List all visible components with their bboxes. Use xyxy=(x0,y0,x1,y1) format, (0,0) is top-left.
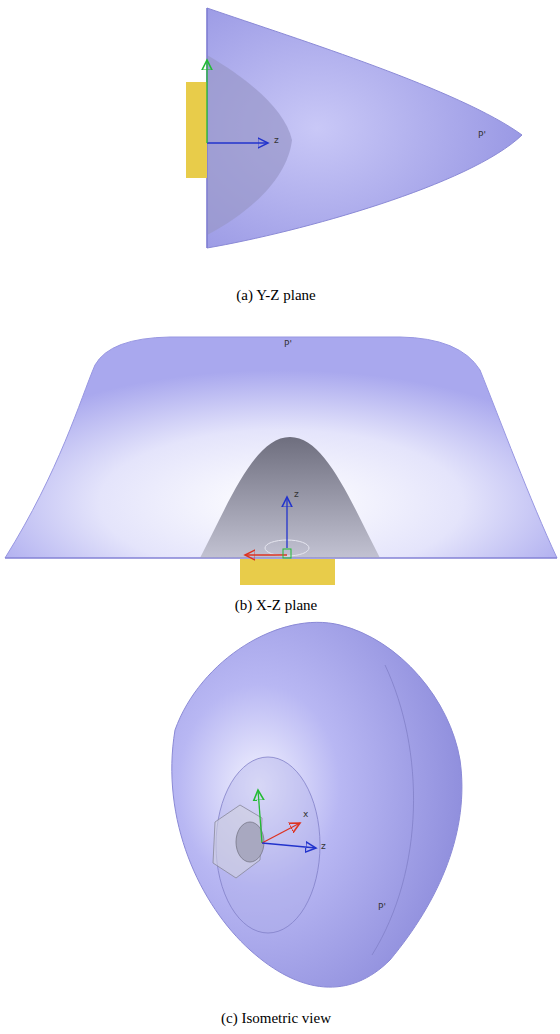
view-caption: (c) Isometric view xyxy=(221,1010,331,1027)
axis-label: x xyxy=(303,810,308,820)
z-axis xyxy=(207,142,268,143)
z-axis xyxy=(262,843,316,848)
y-axis xyxy=(283,549,291,558)
inner-shape xyxy=(207,55,292,235)
x-axis xyxy=(245,554,287,555)
point-label: P' xyxy=(478,131,486,141)
xz-view xyxy=(5,337,557,585)
body-shape xyxy=(5,337,557,558)
view-caption: (b) X-Z plane xyxy=(235,597,317,614)
yz-view xyxy=(186,8,522,248)
seam-line xyxy=(372,665,414,955)
point-label: P' xyxy=(378,903,386,913)
z-axis xyxy=(286,497,287,548)
x-axis xyxy=(262,823,300,843)
view-caption: (a) Y-Z plane xyxy=(236,287,315,304)
iso-view xyxy=(172,622,462,987)
y-axis xyxy=(258,790,262,843)
point-label: P' xyxy=(284,340,292,350)
body-shape xyxy=(172,622,462,987)
bolt-head xyxy=(236,822,264,862)
plane-edge xyxy=(206,8,207,248)
body-shape xyxy=(207,8,522,248)
plane-edge xyxy=(5,557,557,558)
axis-label: z xyxy=(274,136,279,146)
axis-label: z xyxy=(321,842,326,852)
inner-shape xyxy=(200,437,380,558)
mount-block xyxy=(186,82,207,178)
y-axis xyxy=(206,60,207,143)
mount-block xyxy=(240,559,335,585)
axis-label: z xyxy=(294,490,299,500)
